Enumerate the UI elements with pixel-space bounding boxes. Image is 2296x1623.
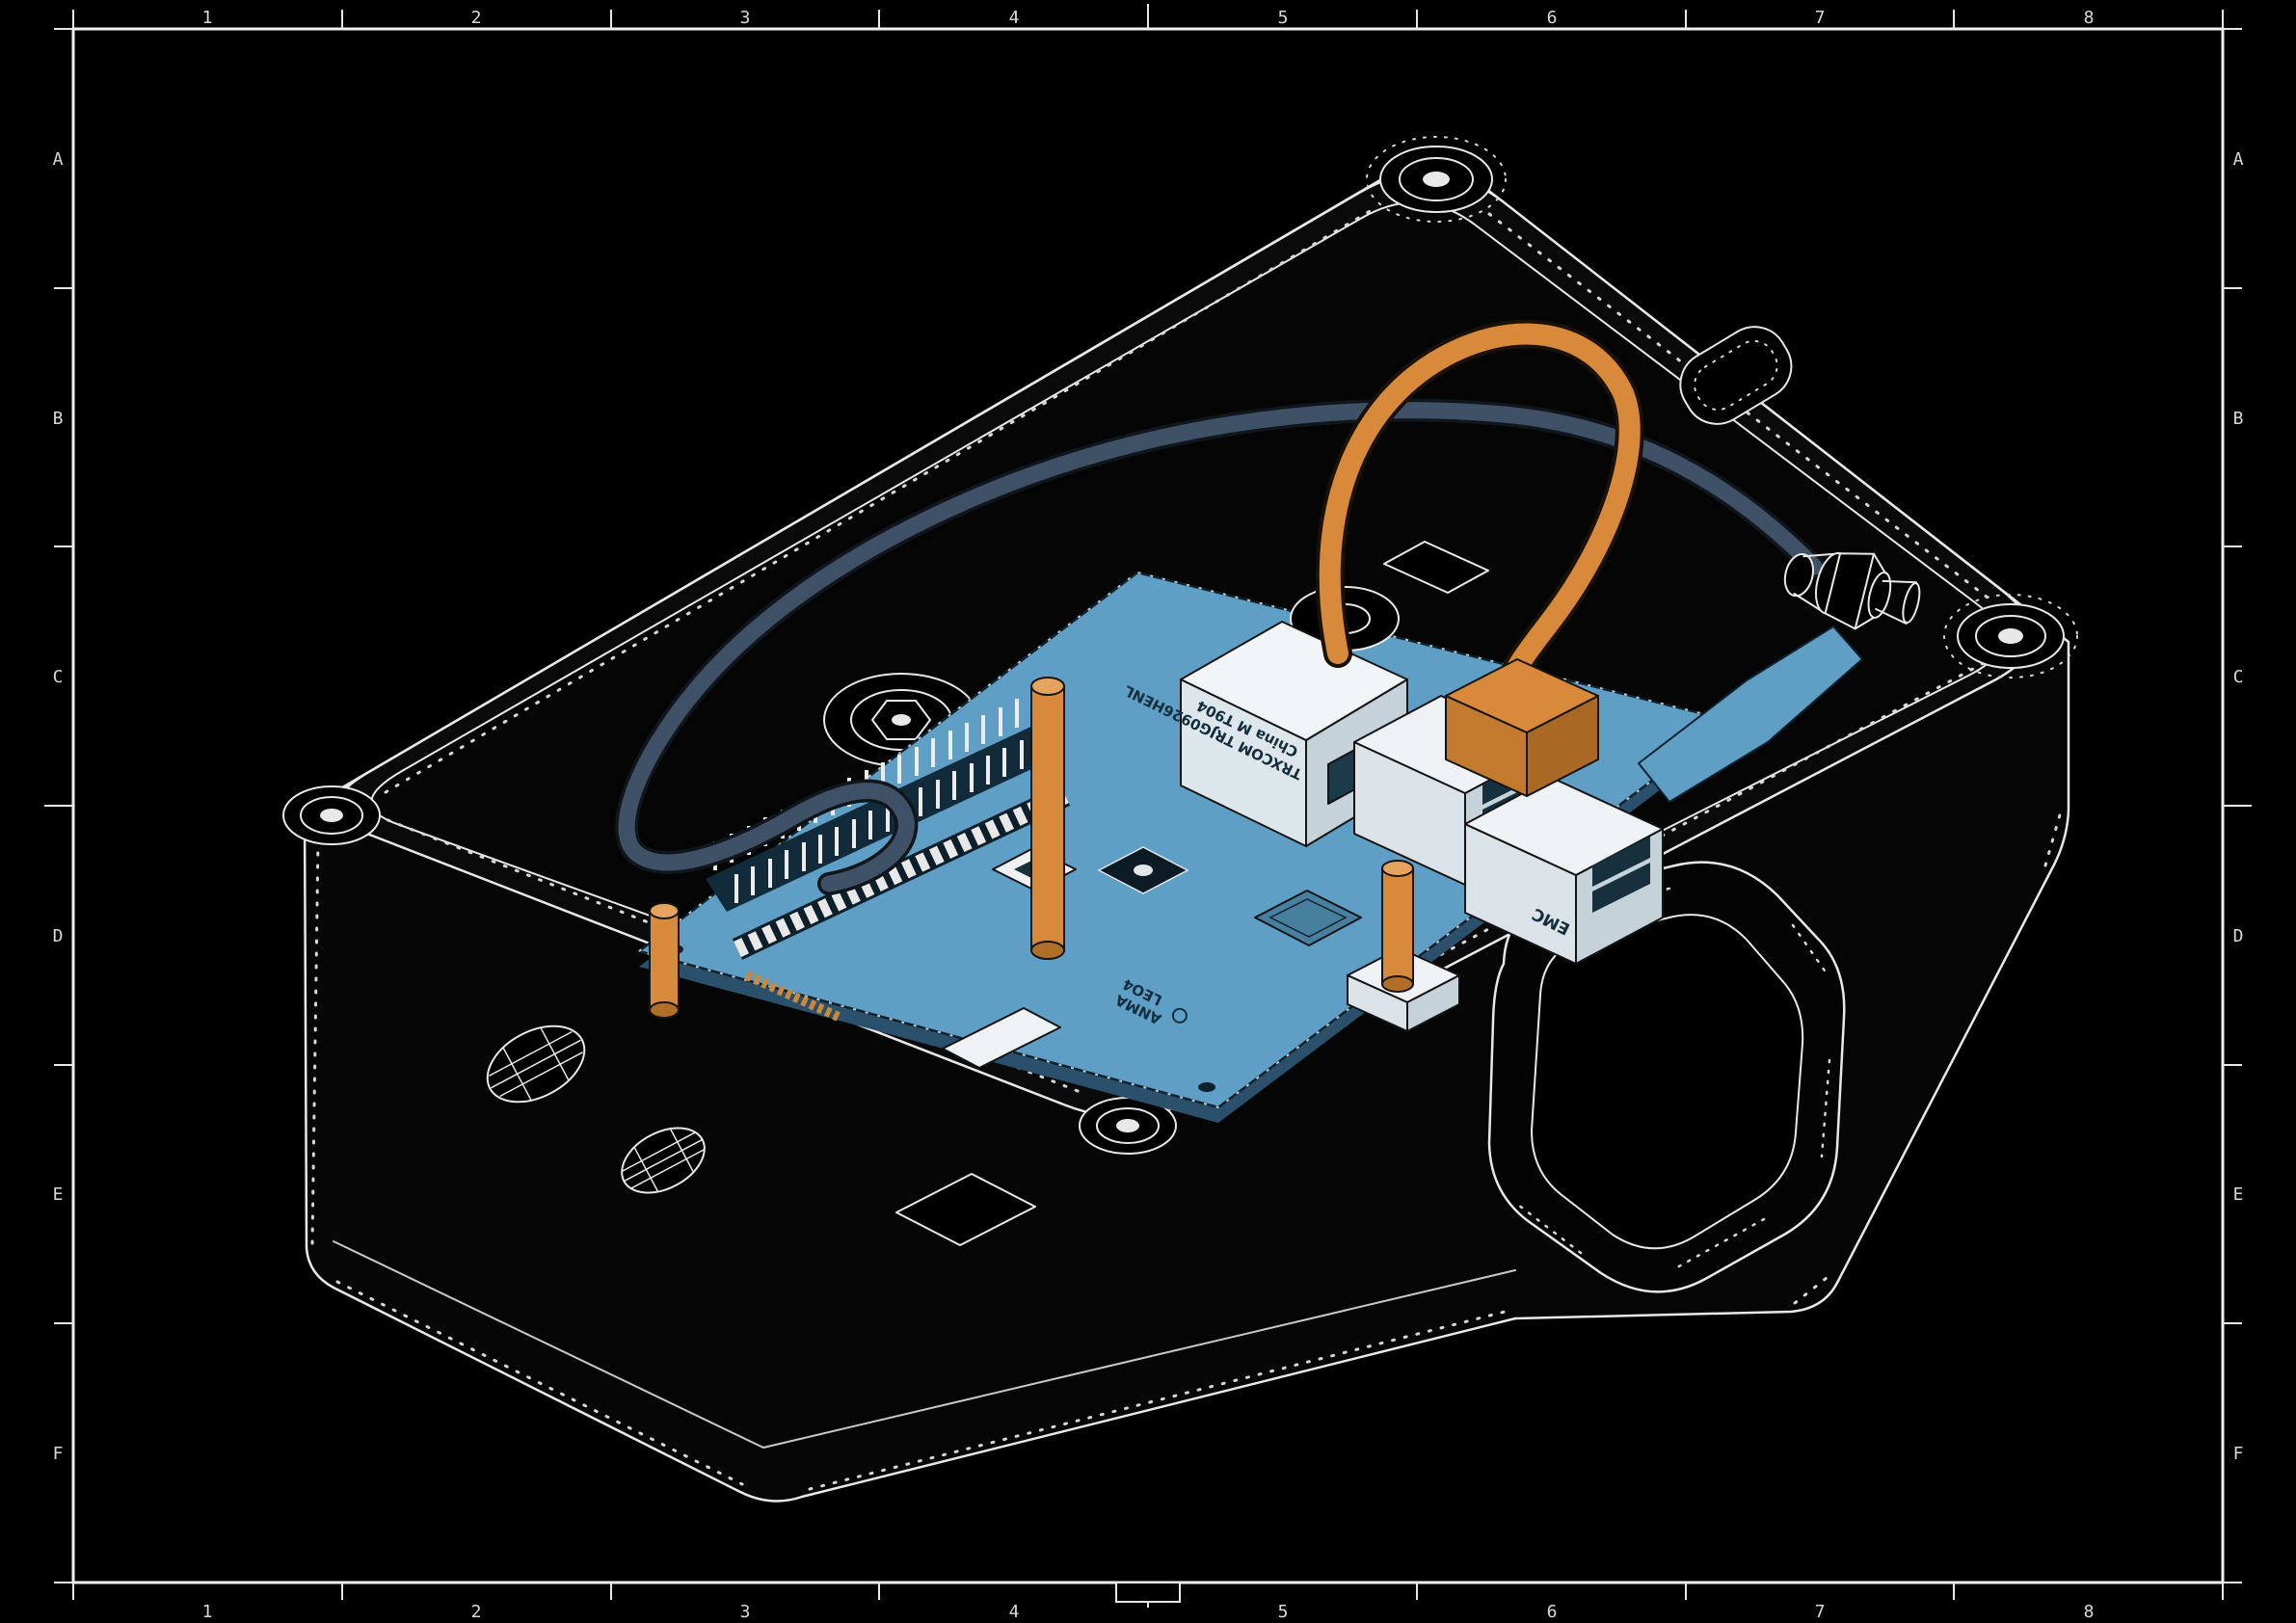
lid-pocket xyxy=(1487,861,1846,1293)
grid-label: D xyxy=(53,926,64,946)
grid-label: 1 xyxy=(202,1602,213,1622)
pcb-mount-hole-2 xyxy=(1198,1082,1215,1092)
grid-label: 1 xyxy=(202,8,213,28)
grid-label: 2 xyxy=(471,8,482,28)
standoff-left xyxy=(649,902,680,1019)
screw-boss-left xyxy=(282,785,381,845)
grid-label: 8 xyxy=(2084,1602,2095,1622)
standoff-right xyxy=(1381,860,1414,993)
standoffs xyxy=(649,677,1414,1019)
grid-label: 6 xyxy=(1547,8,1558,28)
soc-module xyxy=(1254,890,1362,946)
grid-label: C xyxy=(2233,667,2244,687)
gpio-pins-row-2 xyxy=(734,724,1057,903)
grid-label: F xyxy=(53,1444,64,1464)
grid-label: C xyxy=(53,667,64,687)
grid-label: 3 xyxy=(740,1602,751,1622)
grid-label: 4 xyxy=(1009,8,1020,28)
coax-cable-orange xyxy=(1315,319,1644,797)
grid-label: 3 xyxy=(740,8,751,28)
grid-label: E xyxy=(53,1184,64,1205)
grid-label: D xyxy=(2233,926,2244,946)
grid-label: B xyxy=(53,409,64,429)
vent-holes xyxy=(486,1024,706,1194)
grid-column-labels-top: 1 2 3 4 5 6 7 8 xyxy=(202,8,2095,28)
sma-connector xyxy=(1783,552,1921,630)
module-logo xyxy=(1171,1007,1188,1024)
grid-label: 5 xyxy=(1278,8,1289,28)
enclosure-silhouette-stipple xyxy=(310,810,2063,1491)
drawing-frame: 1 2 3 4 5 6 7 8 1 2 3 4 5 6 7 8 A B C D … xyxy=(44,4,2252,1622)
grid-label: 8 xyxy=(2084,8,2095,28)
usb-port-opening xyxy=(1592,837,1650,887)
pcb-sma-wedge xyxy=(1637,625,1864,804)
grid-label: A xyxy=(53,149,64,170)
grid-label: 2 xyxy=(471,1602,482,1622)
pcb-edge-stipple xyxy=(636,571,1734,1109)
screw-boss-bottom xyxy=(1079,1097,1177,1155)
camera-connector xyxy=(1097,846,1189,894)
signal-cable-core xyxy=(618,402,1823,892)
grid-label: 7 xyxy=(1815,1602,1826,1622)
grid-label: 4 xyxy=(1009,1602,1020,1622)
frame-ticks-left xyxy=(44,28,73,1583)
frame-ticks-top xyxy=(72,4,2224,29)
grid-row-labels-left: A B C D E F xyxy=(53,149,64,1464)
usb-stack-2: EMC xyxy=(1464,777,1664,965)
grid-label: 6 xyxy=(1547,1602,1558,1622)
grid-label: A xyxy=(2233,149,2244,170)
frame-fold-mark xyxy=(1115,1582,1181,1603)
ribbon-connector xyxy=(942,1007,1061,1069)
grid-column-labels-bottom: 1 2 3 4 5 6 7 8 xyxy=(202,1602,2095,1622)
grid-label: E xyxy=(2233,1184,2244,1205)
grid-row-labels-right: A B C D E F xyxy=(2233,149,2244,1464)
grid-label: F xyxy=(2233,1444,2244,1464)
rim-cutout xyxy=(1679,326,1793,425)
vent-hole-2 xyxy=(621,1127,706,1194)
usb-port-opening xyxy=(1592,863,1650,913)
screw-boss-right xyxy=(1943,594,2078,678)
grid-label: 7 xyxy=(1815,8,1826,28)
screw-boss-top xyxy=(1366,136,1507,223)
frame-ticks-right xyxy=(2223,28,2252,1583)
gpio-comb-shadow xyxy=(732,785,1071,960)
signal-cable-dark xyxy=(615,398,1826,895)
wall-contour-line xyxy=(333,1240,1516,1449)
floor-bracket xyxy=(1383,541,1489,594)
coax-elbow-block xyxy=(1445,658,1599,797)
grid-label: B xyxy=(2233,409,2244,429)
floor-label-recess xyxy=(895,1173,1036,1246)
grid-label: 5 xyxy=(1278,1602,1289,1622)
standoff-tall xyxy=(1030,677,1065,960)
vent-hole-1 xyxy=(486,1024,586,1104)
coax-core xyxy=(1319,323,1641,697)
